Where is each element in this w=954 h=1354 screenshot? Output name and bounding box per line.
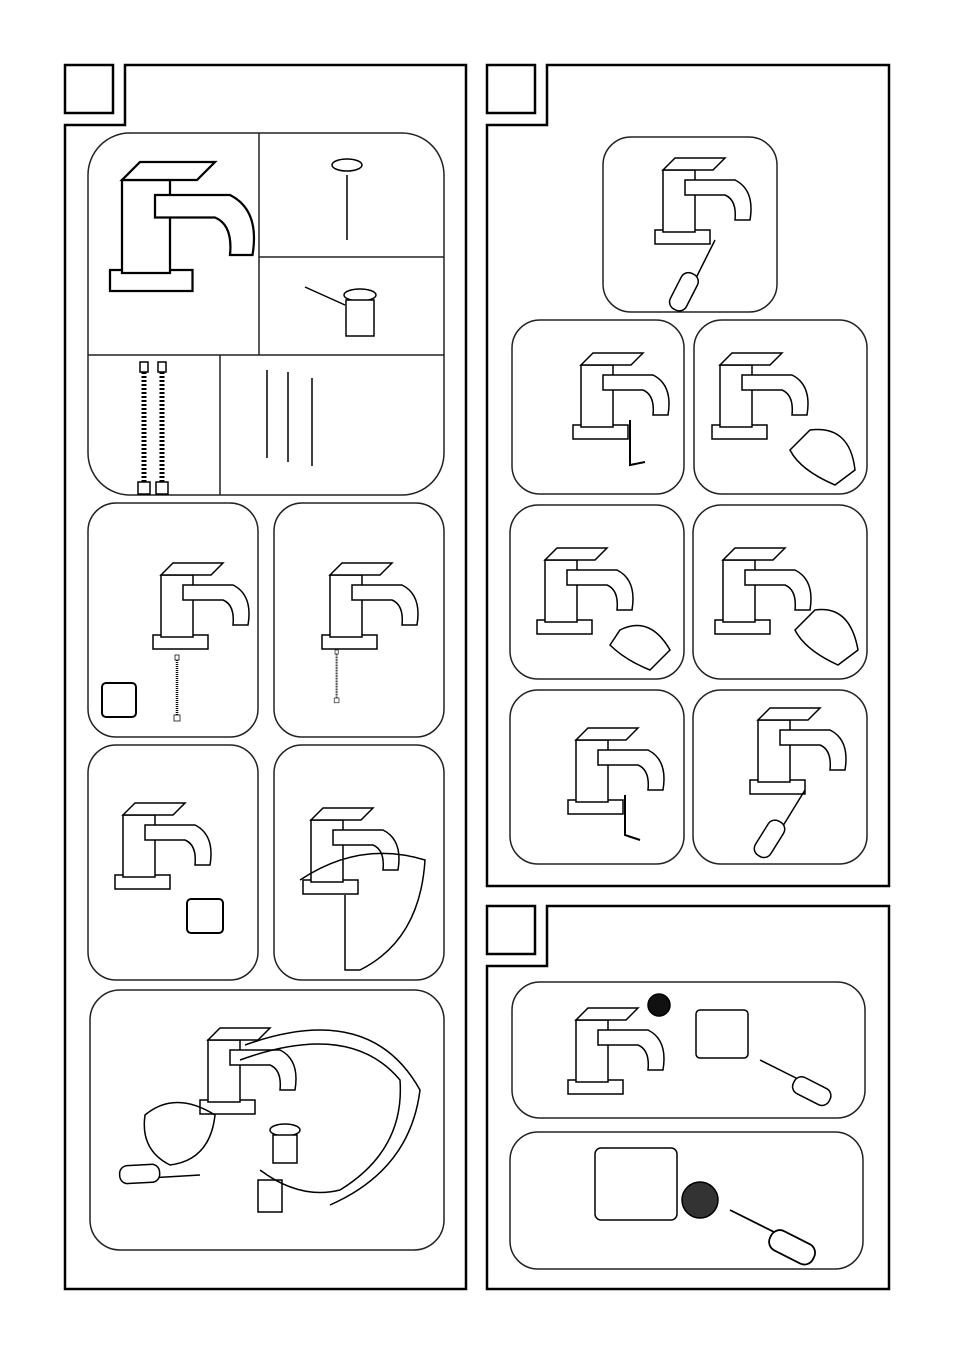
aerator-icon	[594, 993, 749, 1221]
section-a	[63, 63, 468, 1291]
panel-mount	[87, 744, 259, 981]
basin-icon	[143, 852, 426, 1206]
faucet-illustration	[536, 157, 847, 815]
section-c	[485, 904, 891, 1291]
screwdriver-icon	[111, 1132, 201, 1213]
allen-key-icon	[624, 420, 646, 841]
section-c-panels	[509, 981, 866, 1270]
section-c-frame	[485, 904, 891, 1291]
screwdriver-icon	[729, 1059, 835, 1269]
section-b	[485, 63, 891, 888]
panel-hose-install	[87, 502, 259, 738]
hand-tighten-icon	[101, 682, 224, 934]
step-number-box-c	[485, 904, 537, 956]
pop-up-waste-icon	[257, 158, 377, 1213]
section-b-panels	[509, 136, 868, 865]
step-number-box-b	[485, 63, 537, 115]
section-a-frame	[63, 63, 468, 1291]
faucet-illustration	[567, 1007, 665, 1095]
parts-overview-panel	[87, 132, 445, 496]
panel-rod-install	[273, 502, 445, 738]
panel-full-assembly	[89, 989, 445, 1251]
panel-basin-mount	[273, 744, 445, 981]
section-b-frame	[485, 63, 891, 888]
flexible-hose-icon	[138, 362, 341, 723]
section-a-panels	[87, 132, 445, 1251]
step-number-box-a	[63, 63, 115, 115]
hand-tighten-icon	[609, 428, 859, 671]
